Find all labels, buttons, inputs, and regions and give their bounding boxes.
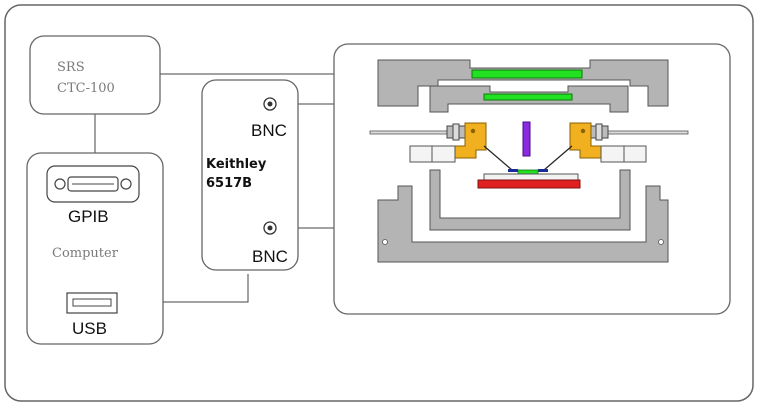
sample-contact-right <box>538 169 548 172</box>
usb-port-icon <box>66 292 118 314</box>
bnc-bottom-label: BNC <box>252 247 288 266</box>
sample-chamber <box>333 43 731 315</box>
center-probe <box>522 121 531 157</box>
sample-substrate <box>483 173 579 181</box>
srs-controller-box: SRS CTC-100 <box>29 35 161 115</box>
srs-label-line2: CTC-100 <box>57 81 115 96</box>
right-feedthrough <box>589 123 609 141</box>
chamber-bottom-body <box>377 185 669 263</box>
bnc-bottom-connector-icon <box>263 221 277 235</box>
left-feedthrough <box>446 123 466 141</box>
heater-stage <box>477 179 581 189</box>
left-side-blocks <box>409 145 456 163</box>
keithley-label-line2: 6517B <box>206 176 252 191</box>
chamber-top-lid <box>377 59 669 107</box>
chamber-inner-cup <box>429 169 631 231</box>
gpib-label: GPIB <box>68 207 109 226</box>
computer-label: Computer <box>52 246 119 261</box>
computer-box: GPIB Computer USB <box>26 152 164 345</box>
inner-electrode <box>483 93 573 101</box>
gpib-connector-icon <box>46 165 140 203</box>
contact-wires <box>483 145 573 171</box>
top-electrode <box>471 69 583 79</box>
srs-label-line1: SRS <box>57 60 85 75</box>
bnc-top-label: BNC <box>251 121 287 140</box>
right-rod <box>605 130 689 135</box>
keithley-label-line1: Keithley <box>206 157 267 172</box>
bnc-top-connector-icon <box>263 97 277 111</box>
usb-label: USB <box>72 319 107 338</box>
left-clamp <box>454 122 487 159</box>
keithley-electrometer-box: BNC Keithley 6517B BNC <box>201 79 299 271</box>
chamber-bolt-holes <box>382 239 664 245</box>
sample-contact-left <box>508 169 518 172</box>
left-rod <box>369 130 449 135</box>
right-side-blocks <box>600 145 647 163</box>
